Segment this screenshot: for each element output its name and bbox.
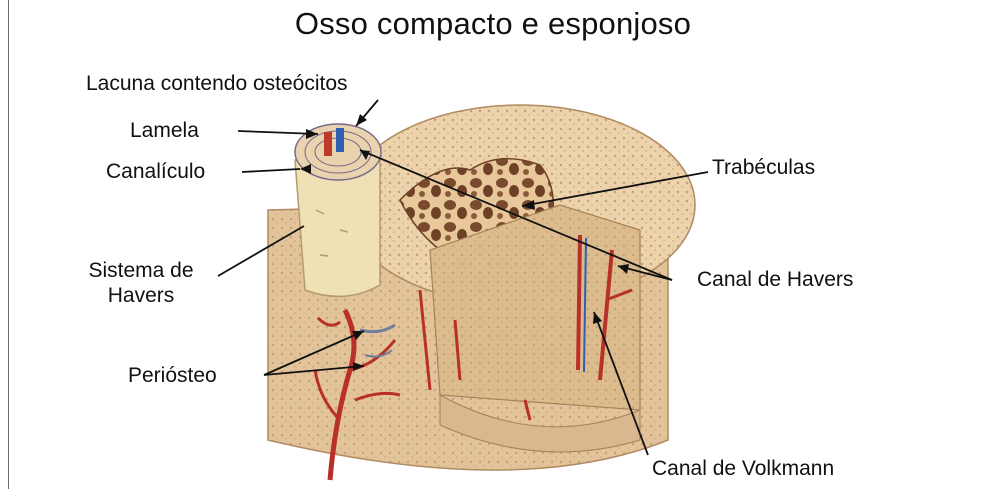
label-lamela: Lamela xyxy=(130,119,199,143)
osteon-cylinder xyxy=(295,124,381,296)
label-lacuna: Lacuna contendo osteócitos xyxy=(86,72,348,96)
label-canal-havers: Canal de Havers xyxy=(697,268,853,292)
label-sistema-havers: Sistema de Havers xyxy=(66,258,216,308)
label-trabeculas: Trabéculas xyxy=(712,156,815,180)
label-canal-volkmann: Canal de Volkmann xyxy=(652,457,834,481)
label-canaliculo: Canalículo xyxy=(106,160,205,184)
label-periosteo: Periósteo xyxy=(128,364,217,388)
